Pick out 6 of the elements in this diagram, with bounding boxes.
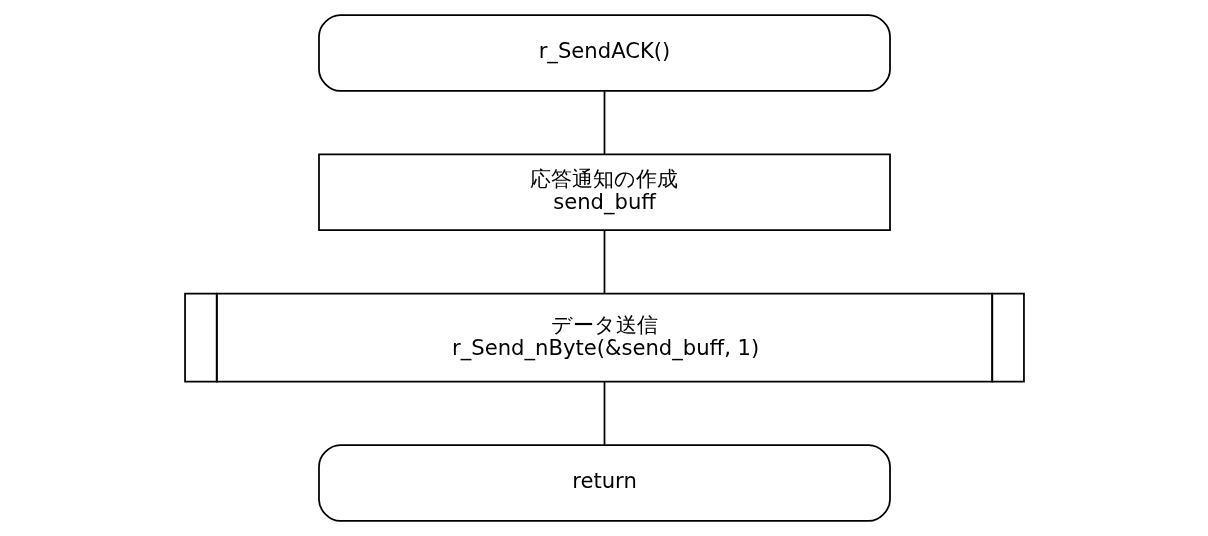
node-box: return (317, 444, 891, 522)
connector (603, 229, 605, 295)
node-box: 応答通知の作成 send_buff (317, 153, 891, 231)
connector (603, 381, 605, 446)
connector (603, 90, 605, 155)
node-box: r_SendACK() (317, 14, 891, 92)
